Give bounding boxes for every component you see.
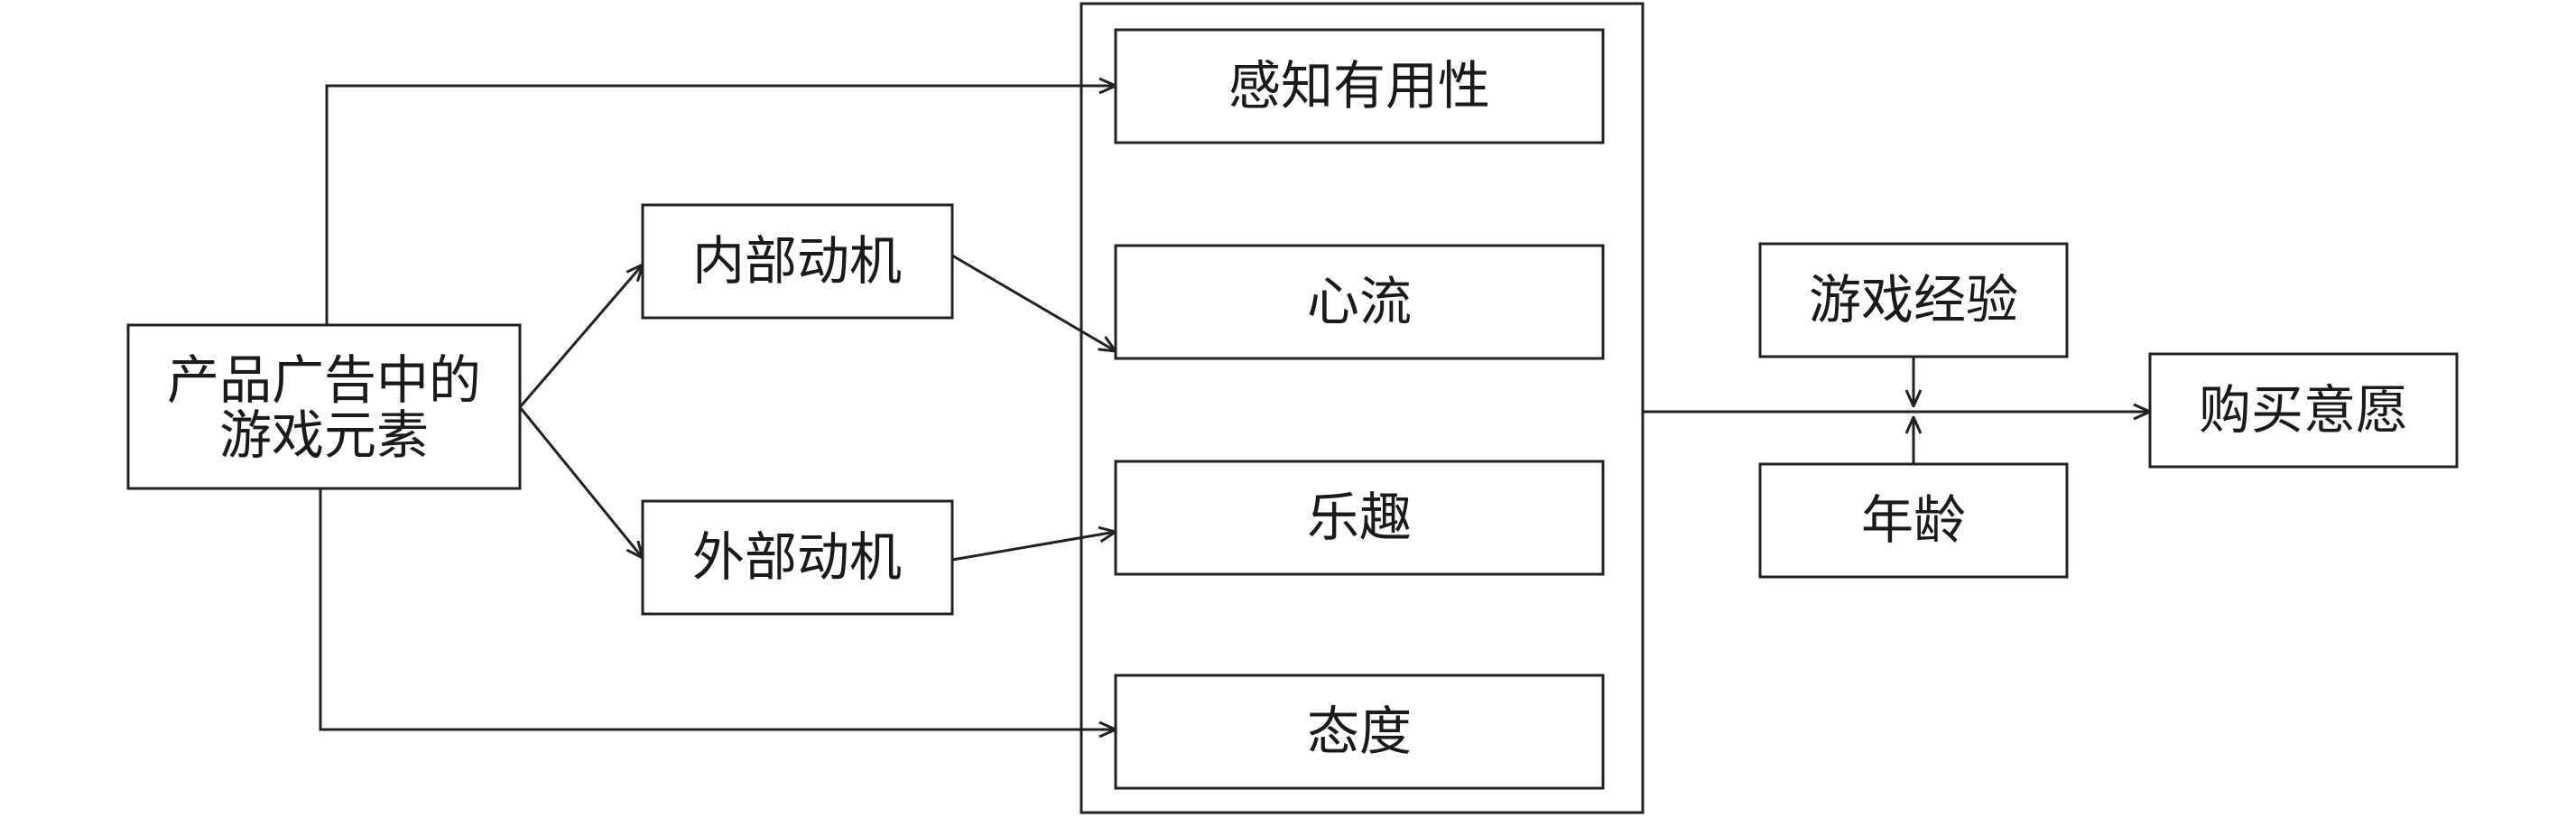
node-perceived-usefulness: 感知有用性 xyxy=(1114,28,1605,144)
node-age-box xyxy=(1758,462,2069,579)
node-game-experience: 游戏经验 xyxy=(1758,242,2069,358)
node-flow-label: 心流 xyxy=(1307,271,1412,332)
node-attitude-box xyxy=(1114,674,1605,790)
node-game-experience-box xyxy=(1758,242,2069,358)
node-intrinsic-motivation: 内部动机 xyxy=(641,203,954,320)
edge-source-to-intrinsic xyxy=(518,265,643,408)
node-fun: 乐趣 xyxy=(1114,460,1605,576)
node-perceived-usefulness-label: 感知有用性 xyxy=(1228,55,1490,116)
edge-source-to-attitude xyxy=(319,489,1116,730)
node-flow-box xyxy=(1114,244,1605,360)
node-extrinsic-motivation: 外部动机 xyxy=(641,499,954,616)
edge-extrinsic-to-fun xyxy=(951,532,1116,562)
node-attitude-label: 态度 xyxy=(1307,701,1412,762)
node-purchase-intention-box xyxy=(2148,352,2459,469)
node-perceived-usefulness-box xyxy=(1114,28,1605,144)
node-game-experience-label: 游戏经验 xyxy=(1809,269,2018,330)
edge-intrinsic-to-flow xyxy=(951,254,1116,351)
node-extrinsic-motivation-label: 外部动机 xyxy=(692,526,902,588)
node-intrinsic-motivation-box xyxy=(641,203,954,320)
node-purchase-intention: 购买意愿 xyxy=(2148,352,2459,469)
node-age-label: 年龄 xyxy=(1861,489,1966,551)
edge-source-to-usefulness xyxy=(325,86,1116,325)
node-attitude: 态度 xyxy=(1114,674,1605,790)
node-game-elements-in-ads-box xyxy=(126,323,522,490)
node-extrinsic-motivation-box xyxy=(641,499,954,616)
node-game-elements-in-ads-label-line1: 产品广告中的 xyxy=(167,349,481,411)
node-purchase-intention-label: 购买意愿 xyxy=(2199,379,2408,441)
node-game-elements-in-ads-label-line2: 游戏元素 xyxy=(219,404,429,466)
node-age: 年龄 xyxy=(1758,462,2069,579)
node-intrinsic-motivation-label: 内部动机 xyxy=(692,230,902,292)
node-fun-label: 乐趣 xyxy=(1307,487,1412,548)
node-game-elements-in-ads: 产品广告中的 游戏元素 xyxy=(126,323,522,490)
mediator-group-box xyxy=(1080,2,1645,814)
edge-source-to-extrinsic xyxy=(518,406,643,558)
node-fun-box xyxy=(1114,460,1605,576)
node-flow: 心流 xyxy=(1114,244,1605,360)
